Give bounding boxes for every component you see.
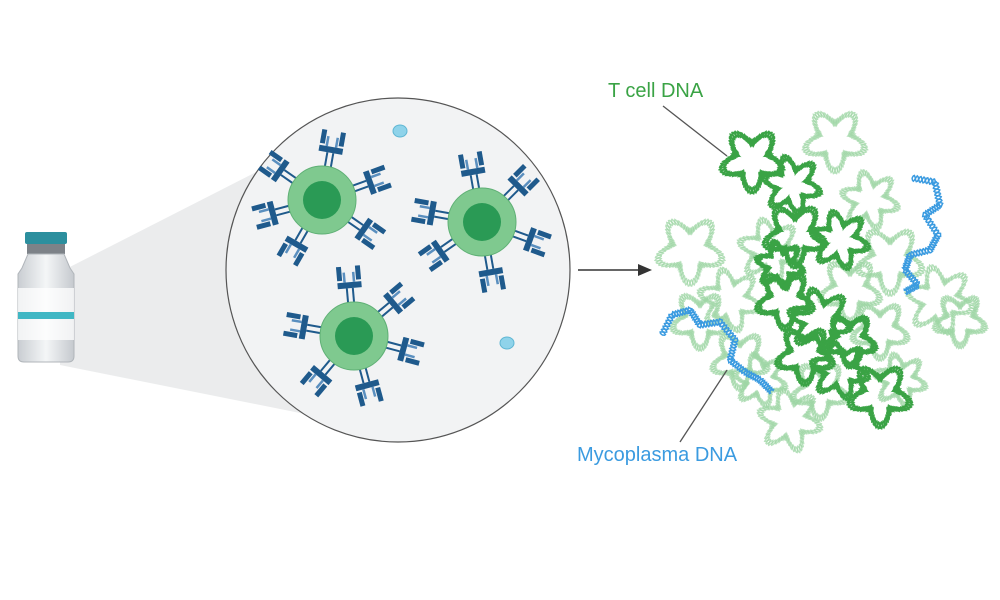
antibody-icon (354, 363, 384, 407)
dna-strand (736, 216, 804, 284)
antibody-icon (508, 227, 552, 258)
dna-strand (846, 365, 915, 430)
dna-strand (761, 205, 830, 270)
mycoplasma-dna-strands (659, 174, 944, 395)
dna-strand (821, 313, 880, 370)
antibody-icon (478, 250, 506, 294)
arrow-right (578, 264, 652, 276)
dna-strand (669, 292, 732, 353)
dna-strand (901, 174, 943, 295)
dna-strand (801, 110, 869, 175)
antibody-icon (410, 198, 454, 226)
dna-strand (756, 386, 824, 454)
mycoplasma-dna-label: Mycoplasma DNA (577, 444, 738, 466)
dna-strand (854, 228, 927, 298)
dna-strand (654, 218, 727, 288)
dna-strand (808, 208, 872, 272)
magnified-view-circle (225, 97, 571, 443)
tcell-dna-label: T cell DNA (608, 80, 704, 102)
dna-strand (838, 168, 902, 232)
dna-strand (760, 153, 824, 217)
dna-strand (660, 306, 775, 393)
vial-icon (17, 232, 75, 363)
dna-strand (816, 260, 884, 325)
tcell-dna-faded-strands (653, 110, 990, 454)
mycoplasma-particle (392, 124, 408, 138)
t-cell (282, 265, 425, 407)
dna-strand (752, 237, 808, 293)
t-cell (410, 150, 552, 294)
tcell-dna-strands (717, 130, 915, 430)
mycoplasma-particle (499, 336, 515, 350)
dna-strand (931, 294, 990, 350)
dna-strand (903, 263, 977, 337)
t-cells-group (251, 128, 552, 407)
tcell-dna-leader-line (662, 105, 728, 157)
antibody-icon (344, 213, 387, 250)
dna-strand (730, 350, 790, 410)
antibody-icon (299, 356, 338, 398)
dna-strand (902, 174, 944, 296)
t-cell (251, 128, 392, 267)
antibody-icon (458, 150, 486, 194)
mycoplasma-dna-leader-line (679, 369, 728, 443)
dna-strand (849, 302, 912, 363)
dna-strand (808, 338, 872, 402)
dna-strand (718, 130, 787, 195)
dna-strand (659, 307, 773, 395)
